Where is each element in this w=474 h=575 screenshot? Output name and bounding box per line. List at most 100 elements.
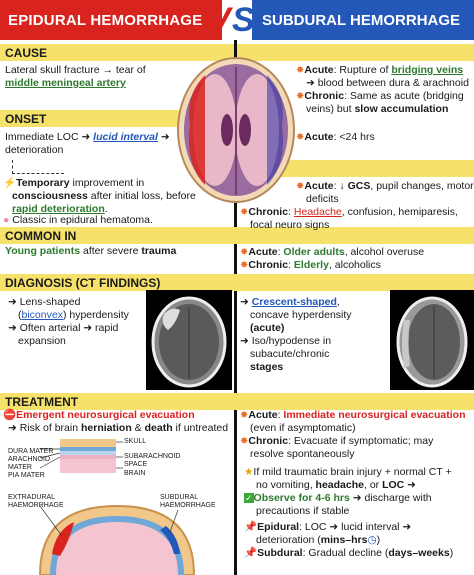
- subdural-cause-1: ✸Acute: Rupture of bridging veins: [296, 64, 463, 77]
- label-subarachnoid: SUBARACHNOID SPACE: [124, 453, 181, 468]
- tx-paren-close-2: ): [449, 547, 454, 559]
- section-cause-right: [237, 44, 474, 61]
- subdural-ct-scan: [390, 290, 474, 390]
- subdural-tx-6: no vomiting, headache, or LOC ➜: [256, 479, 416, 492]
- column-divider: [234, 40, 237, 575]
- lucid-pointer: [12, 160, 64, 174]
- label-extradural: EXTRADURAL HAEMORRHAGE: [8, 494, 64, 509]
- tx-epidural-course: : LOC ➜ lucid interval ➜: [299, 521, 412, 533]
- acute-label: Acute: [248, 409, 278, 421]
- subdural-tx-4: resolve spontaneously: [250, 448, 355, 460]
- star-icon: ✸: [240, 207, 249, 218]
- brain-icon: ●: [3, 214, 10, 226]
- common-alcoholics: , alcoholics: [328, 259, 381, 271]
- section-onset: ONSET: [0, 110, 234, 127]
- acute-label: Acute: [248, 246, 278, 258]
- dx-arrow: ➜: [240, 296, 252, 308]
- cause-veins-text: veins) but: [306, 103, 355, 115]
- subdural-tx-5: ★If mild traumatic brain injury + normal…: [244, 466, 452, 479]
- star-icon: ✸: [296, 65, 305, 76]
- tx-discharge: ➜ discharge with: [349, 492, 432, 504]
- section-treatment: TREATMENT: [0, 393, 474, 410]
- tx-risk-text: ➜ Risk of brain: [8, 422, 81, 434]
- subdural-dx-4: ➜ Iso/hypodense in: [240, 335, 332, 347]
- lightning-icon: ⚡: [3, 177, 17, 189]
- pin-icon: 📌: [244, 547, 258, 559]
- chronic-label: Chronic: [304, 90, 345, 102]
- signs-chronic-text: , confusion, hemiparesis,: [341, 206, 458, 218]
- temporary-line1: ⚡Temporary improvement in: [3, 177, 144, 190]
- cause-chronic-text: : Same as acute (bridging: [344, 90, 464, 102]
- epidural-label: Epidural: [257, 521, 300, 533]
- epidural-dx-1: ➜ Lens-shaped: [8, 296, 81, 308]
- brain-axial-illustration: [177, 57, 295, 203]
- star-icon: ✸: [240, 436, 249, 447]
- subdural-tx-2: (even if asymptomatic): [250, 422, 356, 434]
- observe-hours: Observe for 4-6 hrs: [253, 492, 350, 504]
- mild-tbi-text: If mild traumatic brain injury + normal …: [253, 466, 452, 478]
- section-cause: CAUSE: [0, 44, 234, 61]
- label-subdural: SUBDURAL HAEMORRHAGE: [160, 494, 216, 509]
- tx-headache: headache: [315, 479, 364, 491]
- tx-paren-close: ): [376, 534, 381, 546]
- subdural-tx-7: ✓Observe for 4-6 hrs ➜ discharge with: [244, 492, 432, 505]
- dx-paren-open: (: [18, 309, 22, 321]
- label-brain: BRAIN: [124, 470, 146, 477]
- header: EPIDURAL HEMORRHAGE SUBDURAL HEMORRHAGE …: [0, 0, 474, 40]
- classic-line: ● Classic in epidural hematoma.: [3, 214, 153, 227]
- temporary-line2: consciousness after initial loss, before: [12, 190, 196, 203]
- tx-gradual: : Gradual decline (: [302, 547, 389, 559]
- signs-colon: :: [288, 206, 294, 218]
- tx-loc: LOC: [382, 479, 405, 491]
- herniation: herniation: [81, 422, 132, 434]
- tx-chronic-text: : Evacuate if symptomatic; may: [288, 435, 434, 447]
- epidural-tx-1: ⛔Emergent neurosurgical evacuation: [3, 409, 195, 422]
- common-text: after severe: [80, 245, 142, 257]
- no-entry-icon: ⛔: [3, 409, 17, 421]
- bridging-veins: bridging veins: [391, 64, 464, 76]
- dx-comma: ,: [336, 296, 340, 308]
- common-colon-2: :: [288, 259, 294, 271]
- subdural-tx-11: 📌Subdural: Gradual decline (days–weeks): [244, 547, 453, 560]
- mins-hrs: mins–hrs: [320, 534, 368, 546]
- signs-down: : ↓: [333, 180, 348, 192]
- subdural-dx-6: stages: [250, 361, 284, 373]
- rapid-deterioration: rapid deterioration: [12, 203, 105, 215]
- star-icon: ✸: [240, 410, 249, 421]
- subdural-common-1: ✸Acute: Older adults, alcohol overuse: [240, 246, 424, 259]
- subdural-dx-5: subacute/chronic: [250, 348, 330, 360]
- subdural-signs-4: focal neuro signs: [250, 219, 330, 231]
- trauma: trauma: [141, 245, 177, 257]
- vs-letter-s: S: [232, 1, 255, 39]
- common-alcohol: , alcohol overuse: [344, 246, 425, 258]
- epidural-dx-3: ➜ Often arterial ➜ rapid: [8, 322, 119, 334]
- epidural-onset-line2: deterioration: [5, 144, 64, 156]
- star-outline-icon: ★: [244, 466, 254, 478]
- epidural-cause-line1: Lateral skull fracture → tear of: [5, 64, 146, 76]
- subdural-cause-3: ✸Chronic: Same as acute (bridging: [296, 90, 464, 103]
- older-adults: Older adults: [283, 246, 345, 258]
- headache: Headache: [293, 206, 342, 218]
- middle-meningeal-artery: middle meningeal artery: [5, 77, 126, 89]
- death: death: [144, 422, 173, 434]
- section-common: COMMON IN: [0, 227, 474, 244]
- subdural-dx-2: concave hyperdensity: [250, 309, 352, 321]
- temporary-line3: rapid deterioration.: [12, 203, 108, 216]
- subdural-label: Subdural: [257, 547, 303, 559]
- chronic-label: Chronic: [248, 259, 289, 271]
- subdural-signs-3: ✸Chronic: Headache, confusion, hemipares…: [240, 206, 458, 219]
- temporary-period: .: [104, 203, 108, 215]
- subdural-tx-8: precautions if stable: [256, 505, 350, 517]
- acute-label: Acute: [304, 131, 334, 143]
- tx-arrow: ➜: [404, 479, 416, 491]
- subdural-cause-2: ➜ blood between dura & arachnoid: [306, 77, 469, 89]
- label-arachnoid: ARACHNOID MATER: [8, 456, 51, 471]
- pin-icon: 📌: [244, 521, 258, 533]
- common-colon: :: [277, 246, 284, 258]
- lucid-interval: lucid interval: [93, 131, 158, 143]
- acute-label: Acute: [304, 180, 334, 192]
- star-icon: ✸: [240, 247, 249, 258]
- emergent-evacuation: Emergent neurosurgical evacuation: [16, 409, 195, 421]
- epidural-tx-2: ➜ Risk of brain herniation & death if un…: [8, 422, 228, 435]
- subdural-signs-1: ✸Acute: ↓ GCS, pupil changes, motor: [296, 180, 474, 193]
